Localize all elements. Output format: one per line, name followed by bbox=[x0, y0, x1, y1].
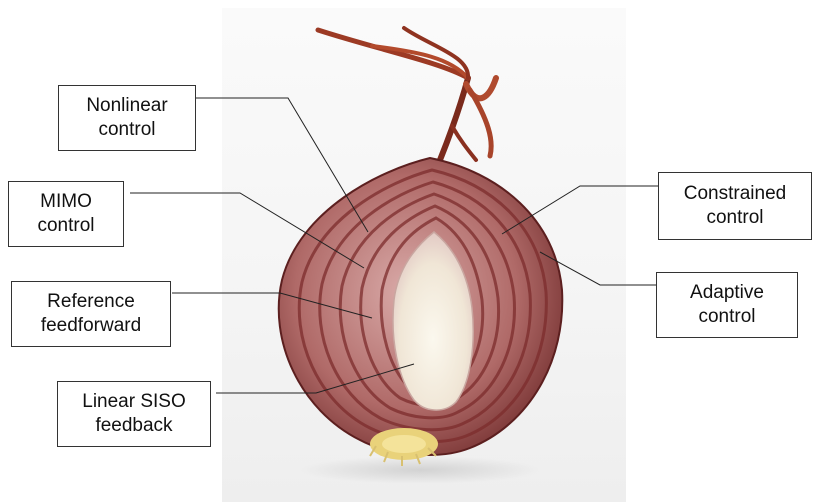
label-mimo-control: MIMO control bbox=[8, 181, 124, 247]
label-mimo-line1: MIMO bbox=[37, 190, 94, 214]
label-reference-feedforward: Reference feedforward bbox=[11, 281, 171, 347]
label-linear-siso-feedback: Linear SISO feedback bbox=[57, 381, 211, 447]
label-reference-line1: Reference bbox=[41, 290, 141, 314]
label-mimo-line2: control bbox=[37, 214, 94, 238]
label-adaptive-line2: control bbox=[690, 305, 764, 329]
label-nonlinear-line1: Nonlinear bbox=[86, 94, 167, 118]
label-adaptive-control: Adaptive control bbox=[656, 272, 798, 338]
label-linear-siso-line1: Linear SISO bbox=[82, 390, 186, 414]
label-nonlinear-line2: control bbox=[86, 118, 167, 142]
onion-stem bbox=[318, 28, 496, 160]
label-adaptive-line1: Adaptive bbox=[690, 281, 764, 305]
label-reference-line2: feedforward bbox=[41, 314, 141, 338]
label-linear-siso-line2: feedback bbox=[82, 414, 186, 438]
label-nonlinear-control: Nonlinear control bbox=[58, 85, 196, 151]
label-constrained-line1: Constrained bbox=[684, 182, 786, 206]
onion-shadow bbox=[300, 456, 540, 484]
label-constrained-control: Constrained control bbox=[658, 172, 812, 240]
label-constrained-line2: control bbox=[684, 206, 786, 230]
